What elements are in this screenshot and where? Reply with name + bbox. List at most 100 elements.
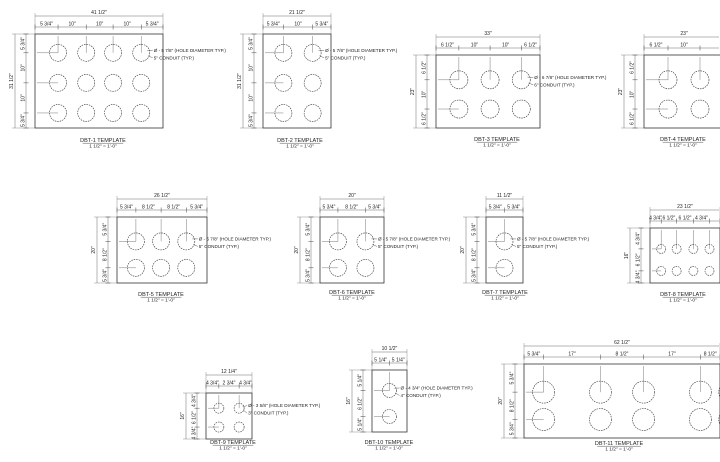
conduit-hole [177, 259, 196, 277]
segment-width-label: 6 1/2" [679, 216, 692, 222]
template-title: DBT-3 TEMPLATE [474, 137, 520, 143]
segment-height-label: 4 3/4" [636, 232, 642, 245]
conduit-hole [132, 43, 151, 62]
segment-height-label: 8 1/2" [306, 248, 312, 261]
segment-height-label: 8 1/2" [510, 399, 516, 412]
segment-height-label: 6 1/2" [630, 112, 636, 125]
conduit-hole [689, 408, 712, 431]
segment-width-label: 5 1/4" [374, 358, 387, 364]
template-title: DBT-7 TEMPLATE [482, 290, 528, 296]
segment-width-label: 5 3/4" [146, 22, 159, 28]
template-outline [34, 33, 164, 129]
segment-height-label: 10" [249, 94, 255, 102]
conduit-hole [303, 104, 322, 122]
template-scale: 1 1/2" = 1'-0" [89, 144, 117, 150]
template-title: DBT-2 TEMPLATE [277, 138, 323, 144]
overall-width-label: 11 1/2" [497, 193, 513, 199]
template-scale: 1 1/2" = 1'-0" [605, 447, 633, 453]
template-5: 26 1/2"5 3/4"8 1/2"8 1/2"5 3/4"20"5 3/4"… [91, 193, 271, 304]
segment-width-label: 10" [96, 22, 104, 28]
template-11: 62 1/2"5 3/4"17"8 1/2"17"8 1/2"20"5 3/4"… [498, 340, 720, 453]
segment-width-label: 4 3/4" [649, 216, 662, 222]
leader-line [528, 82, 534, 86]
segment-width-label: 10" [471, 43, 479, 49]
segment-width-label: 10" [123, 22, 131, 28]
template-outline [116, 216, 208, 284]
conduit-hole [77, 43, 95, 62]
overall-width-label: 12 1/4" [221, 369, 237, 375]
overall-width-label: 41 1/2" [91, 10, 107, 16]
overall-width-label: 62 1/2" [614, 340, 630, 346]
conduit-hole [177, 232, 196, 251]
segment-height-label: 5 3/4" [510, 422, 516, 435]
segment-height-label: 6 1/2" [422, 61, 428, 74]
overall-height-label: 31 1/2" [237, 73, 243, 89]
overall-height-label: 31 1/2" [9, 73, 15, 89]
overall-width-label: 20" [348, 193, 356, 199]
hole-diameter-note: Ø - 4 3/4" (HOLE DIAMETER TYP.) [401, 385, 474, 390]
leader-line [242, 409, 248, 414]
leader-line [193, 244, 198, 247]
template-drawings: 41 1/2" 5 3/4" 10" 10" 10" 5 3/4" 31 1/2" 5 3/4… [9, 10, 720, 453]
template-title: DBT-8 TEMPLATE [660, 292, 706, 298]
conduit-hole [356, 232, 375, 251]
template-outline [371, 369, 408, 433]
conduit-hole [152, 232, 170, 251]
template-outline [435, 54, 541, 129]
segment-width-label: 5 3/4" [368, 205, 381, 211]
segment-width-label: 10" [502, 43, 510, 49]
conduit-hole [152, 259, 170, 277]
segment-height-label: 5 3/4" [21, 114, 27, 127]
segment-width-label: 5 3/4" [315, 22, 328, 28]
conduit-note: 5" CONDUIT (TYP.) [517, 244, 558, 249]
template-outline [523, 363, 720, 439]
segment-width-label: 17" [668, 352, 676, 358]
segment-width-label: 4 3/4" [239, 381, 252, 387]
segment-height-label: 5 3/4" [103, 223, 109, 236]
overall-width-label: 21 1/2" [289, 10, 305, 16]
segment-height-label: 10" [249, 64, 255, 72]
template-8: 23 1/2"4 3/4"6 1/2"6 1/2"4 3/4"16"4 3/4"… [624, 204, 720, 304]
segment-height-label: 5 3/4" [472, 223, 478, 236]
overall-height-label: 16" [624, 252, 630, 260]
segment-width-label: 17" [568, 352, 576, 358]
hole-diameter-note: Ø - 5 7/8" (HOLE DIAMETER TYP.) [517, 236, 590, 241]
template-outline [205, 392, 253, 440]
template-scale: 1 1/2" = 1'-0" [669, 143, 697, 149]
template-title: DBT-10 TEMPLATE [365, 440, 414, 446]
template-10: 10 1/2"5 1/4"5 1/4"16"5 1/4"6 1/2"5 1/4"… [346, 346, 473, 452]
conduit-note: 5" CONDUIT (TYP.) [199, 244, 240, 249]
segment-height-label: 5 1/4" [358, 374, 364, 387]
template-title: DBT-5 TEMPLATE [138, 292, 184, 298]
conduit-hole [480, 70, 500, 90]
template-outline [319, 216, 385, 284]
segment-height-label: 5 3/4" [103, 269, 109, 282]
segment-width-label: 6 1/2" [650, 43, 663, 49]
template-outline [649, 227, 720, 284]
template-outline [485, 216, 524, 284]
segment-height-label: 6 1/2" [192, 411, 198, 424]
conduit-hole [690, 70, 710, 90]
overall-height-label: 23" [618, 88, 624, 96]
hole-diameter-note: Ø - 3 5/8" (HOLE DIAMETER TYP.) [248, 403, 321, 408]
segment-width-label: 5 3/4" [489, 205, 502, 211]
leader-line [242, 405, 248, 407]
conduit-note: 3" CONDUIT (TYP.) [248, 411, 289, 416]
overall-height-label: 20" [498, 397, 504, 405]
segment-width-label: 4 3/4" [695, 216, 708, 222]
template-outline [643, 54, 720, 129]
conduit-hole [303, 43, 322, 62]
overall-height-label: 23" [410, 88, 416, 96]
overall-width-label: 10 1/2" [382, 346, 398, 352]
hole-diameter-note: Ø - 5 7/8" (HOLE DIAMETER TYP.) [199, 236, 272, 241]
segment-height-label: 8 1/2" [103, 248, 109, 261]
segment-width-label: 10" [68, 22, 76, 28]
conduit-note: 5" CONDUIT (TYP.) [154, 55, 195, 60]
conduit-hole [77, 74, 95, 92]
template-title: DBT-4 TEMPLATE [660, 137, 706, 143]
segment-height-label: 4 3/4" [192, 394, 198, 407]
template-scale: 1 1/2" = 1'-0" [338, 296, 366, 302]
conduit-hole [480, 99, 500, 119]
segment-height-label: 5 3/4" [472, 269, 478, 282]
